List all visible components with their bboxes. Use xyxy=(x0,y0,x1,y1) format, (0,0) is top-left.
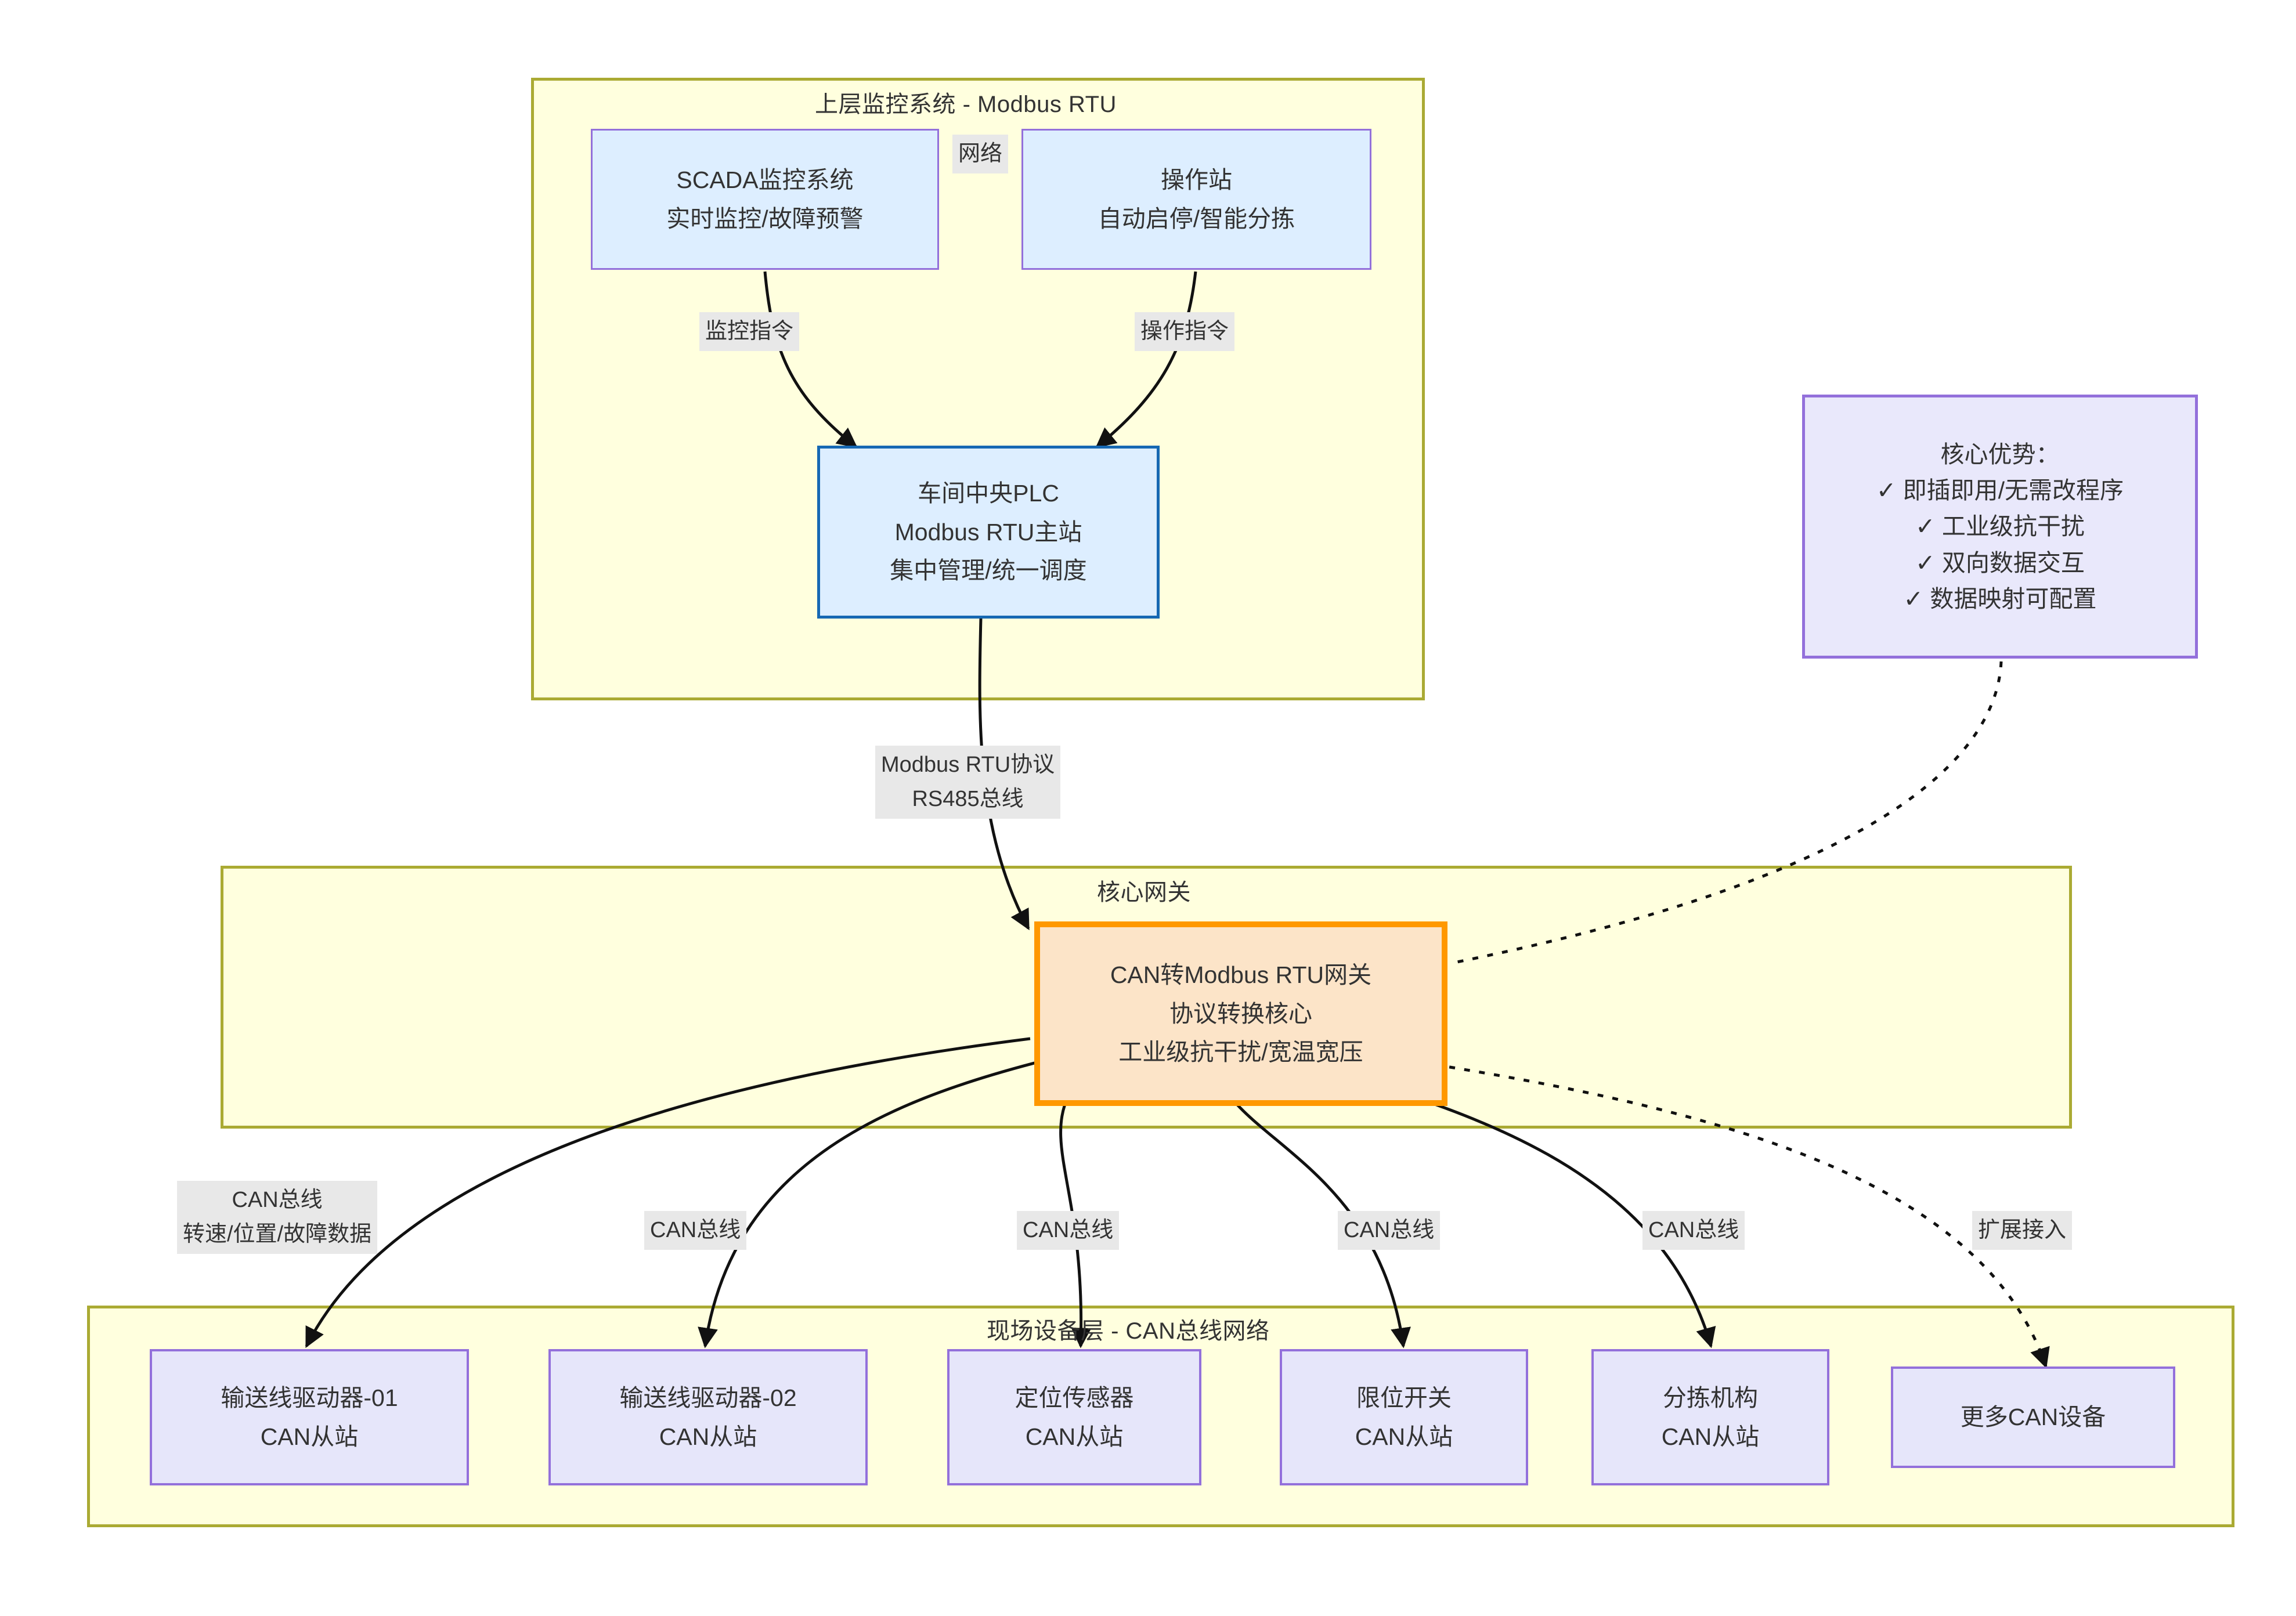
edge-label-can-bus-4: CAN总线 xyxy=(1338,1211,1441,1250)
node-sorting-mechanism[interactable]: 分拣机构 CAN从站 xyxy=(1591,1349,1829,1485)
cluster-label-core-gateway: 核心网关 xyxy=(1097,880,1191,905)
edge-label-can-bus-3-text: CAN总线 xyxy=(1023,1218,1114,1242)
edge-label-can-bus-2-text: CAN总线 xyxy=(650,1218,741,1242)
edge-label-can-bus-3: CAN总线 xyxy=(1017,1211,1120,1250)
node-core-advantages: 核心优势： ✓ 即插即用/无需改程序 ✓ 工业级抗干扰 ✓ 双向数据交互 ✓ 数… xyxy=(1802,395,2198,659)
edge-label-operate-command-text: 操作指令 xyxy=(1140,319,1229,344)
edge-label-can-bus-4-text: CAN总线 xyxy=(1344,1218,1435,1242)
node-position-sensor-line2: CAN从站 xyxy=(1025,1423,1124,1450)
edge-label-can-bus-5-text: CAN总线 xyxy=(1648,1218,1739,1242)
edge-label-modbus-rs485: Modbus RTU协议 RS485总线 xyxy=(875,746,1061,819)
node-scada[interactable]: SCADA监控系统 实时监控/故障预警 xyxy=(591,129,939,270)
node-operator-station-line1: 操作站 xyxy=(1161,167,1232,194)
edge-label-monitor-command: 监控指令 xyxy=(699,312,800,351)
edge-label-can-bus-2: CAN总线 xyxy=(644,1211,747,1250)
node-central-plc-line3: 集中管理/统一调度 xyxy=(890,557,1087,584)
edge-label-monitor-command-text: 监控指令 xyxy=(705,319,794,344)
node-central-plc-line1: 车间中央PLC xyxy=(918,480,1059,507)
node-conveyor-driver-01-line1: 输送线驱动器-01 xyxy=(221,1384,398,1412)
node-more-can-devices[interactable]: 更多CAN设备 xyxy=(1891,1366,2175,1468)
node-conveyor-driver-02-line2: CAN从站 xyxy=(659,1423,757,1450)
node-more-can-devices-line1: 更多CAN设备 xyxy=(1960,1404,2106,1431)
node-gateway-line3: 工业级抗干扰/宽温宽压 xyxy=(1118,1039,1363,1066)
node-can-modbus-gateway[interactable]: CAN转Modbus RTU网关 协议转换核心 工业级抗干扰/宽温宽压 xyxy=(1034,921,1447,1106)
node-central-plc[interactable]: 车间中央PLC Modbus RTU主站 集中管理/统一调度 xyxy=(817,446,1160,619)
node-gateway-line2: 协议转换核心 xyxy=(1169,1000,1312,1027)
node-limit-switch[interactable]: 限位开关 CAN从站 xyxy=(1280,1349,1528,1485)
node-limit-switch-line1: 限位开关 xyxy=(1356,1384,1452,1412)
node-gateway-line1: CAN转Modbus RTU网关 xyxy=(1110,961,1372,989)
node-scada-line1: SCADA监控系统 xyxy=(676,167,854,194)
edge-label-expansion: 扩展接入 xyxy=(1972,1211,2073,1250)
edge-label-network: 网络 xyxy=(952,135,1009,173)
node-conveyor-driver-01-line2: CAN从站 xyxy=(260,1423,359,1450)
cluster-label-field-devices: 现场设备层 - CAN总线网络 xyxy=(987,1318,1270,1344)
edge-label-operate-command: 操作指令 xyxy=(1135,312,1235,351)
advantages-title: 核心优势： xyxy=(1940,440,2060,468)
edge-label-modbus-line2: RS485总线 xyxy=(912,786,1024,811)
node-conveyor-driver-02-line1: 输送线驱动器-02 xyxy=(619,1384,797,1412)
node-operator-station-line2: 自动启停/智能分拣 xyxy=(1098,205,1295,232)
advantage-item-1: ✓ 即插即用/无需改程序 xyxy=(1876,477,2124,504)
node-conveyor-driver-01[interactable]: 输送线驱动器-01 CAN从站 xyxy=(150,1349,469,1485)
node-central-plc-line2: Modbus RTU主站 xyxy=(894,518,1082,545)
node-scada-line2: 实时监控/故障预警 xyxy=(666,205,864,232)
edge-label-can-bus-1-line2: 转速/位置/故障数据 xyxy=(183,1221,372,1246)
cluster-label-upper-monitoring: 上层监控系统 - Modbus RTU xyxy=(815,92,1117,117)
node-sorting-mechanism-line1: 分拣机构 xyxy=(1663,1384,1758,1412)
advantage-item-3: ✓ 双向数据交互 xyxy=(1915,549,2085,576)
node-conveyor-driver-02[interactable]: 输送线驱动器-02 CAN从站 xyxy=(548,1349,868,1485)
node-position-sensor-line1: 定位传感器 xyxy=(1015,1384,1134,1412)
node-position-sensor[interactable]: 定位传感器 CAN从站 xyxy=(947,1349,1201,1485)
node-operator-station[interactable]: 操作站 自动启停/智能分拣 xyxy=(1021,129,1371,270)
edge-label-can-bus-1-line1: CAN总线 xyxy=(232,1188,323,1212)
node-sorting-mechanism-line2: CAN从站 xyxy=(1661,1423,1760,1450)
node-limit-switch-line2: CAN从站 xyxy=(1355,1423,1453,1450)
edge-label-can-bus-1: CAN总线 转速/位置/故障数据 xyxy=(177,1181,378,1254)
advantage-item-4: ✓ 数据映射可配置 xyxy=(1903,585,2097,612)
advantage-item-2: ✓ 工业级抗干扰 xyxy=(1915,513,2085,540)
edge-label-can-bus-5: CAN总线 xyxy=(1642,1211,1745,1250)
edge-label-network-text: 网络 xyxy=(958,142,1003,166)
edge-label-modbus-line1: Modbus RTU协议 xyxy=(881,753,1055,777)
edge-label-expansion-text: 扩展接入 xyxy=(1978,1218,2067,1242)
